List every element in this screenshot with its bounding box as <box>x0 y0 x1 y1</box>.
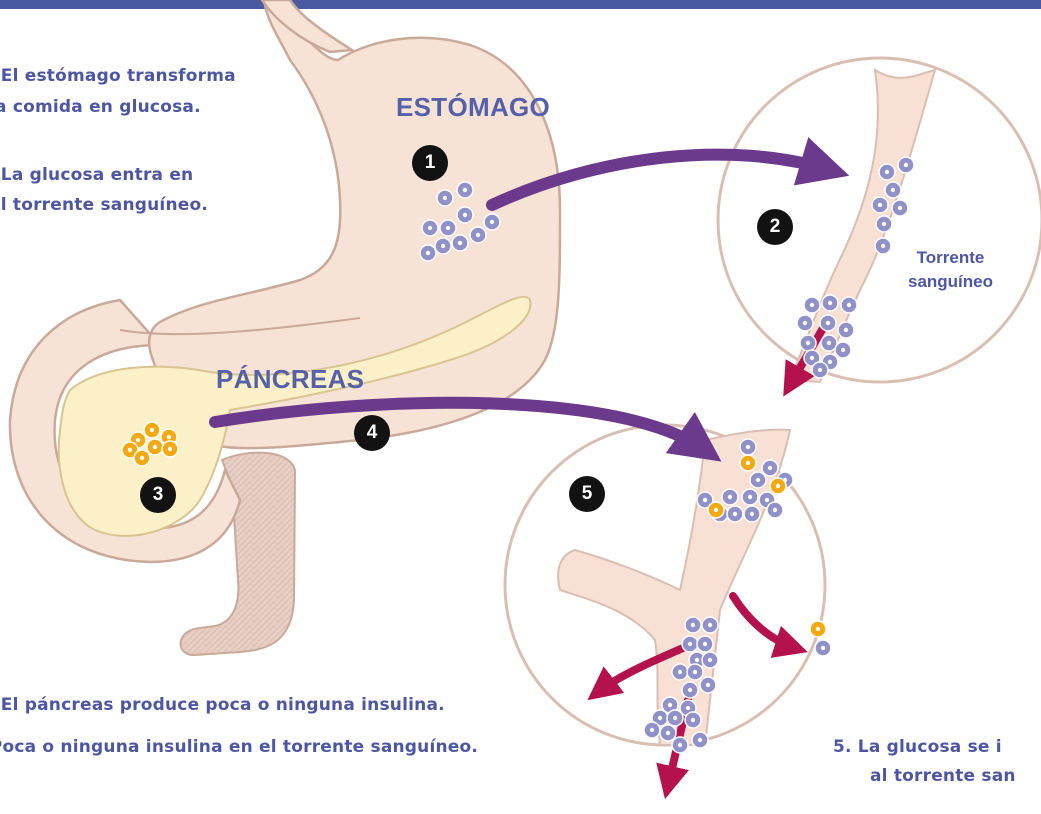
pancreas-label: PÁNCREAS <box>216 364 365 394</box>
glucose-molecule <box>884 181 902 199</box>
glucose-molecule <box>419 244 437 262</box>
insulin-molecule <box>121 441 139 459</box>
bloodstream-label: Torrente sanguíneo <box>908 246 993 294</box>
duodenum <box>179 451 297 657</box>
caption-step2-line2: el torrente sanguíneo. <box>0 195 209 215</box>
glucose-molecule <box>721 488 739 506</box>
glucose-molecule <box>814 639 832 657</box>
glucose-molecule <box>436 189 454 207</box>
step-number-1: 1 <box>412 145 448 181</box>
glucose-molecule <box>799 334 817 352</box>
glucose-molecule <box>701 616 719 634</box>
insulin-molecule <box>143 421 161 439</box>
glucose-molecule <box>666 709 684 727</box>
arrow-stomach-to-blood <box>486 137 850 211</box>
glucose-molecule <box>766 501 784 519</box>
pancreas-shape <box>57 295 532 537</box>
insulin-molecule <box>161 440 179 458</box>
insulin-molecule <box>739 454 757 472</box>
glucose-molecule <box>820 334 838 352</box>
insulin-molecule <box>146 438 164 456</box>
glucose-molecule <box>749 471 767 489</box>
arrow-out-2 <box>587 641 694 701</box>
glucose-molecule <box>819 314 837 332</box>
glucose-molecule <box>834 341 852 359</box>
stomach-label: ESTÓMAGO <box>396 92 551 122</box>
esophagus <box>260 0 356 54</box>
glucose-molecule <box>803 349 821 367</box>
step-number-4: 4 <box>354 415 390 451</box>
glucose-molecule <box>681 635 699 653</box>
glucose-molecule <box>671 663 689 681</box>
arrow-pancreas-to-blood <box>209 396 722 462</box>
glucose-molecule <box>421 219 439 237</box>
glucose-molecule <box>696 635 714 653</box>
glucose-molecule <box>469 226 487 244</box>
step-number-5: 5 <box>569 476 605 512</box>
glucose-molecule <box>821 294 839 312</box>
insulin-molecule <box>707 501 725 519</box>
glucose-molecule <box>803 296 821 314</box>
glucose-molecule <box>451 234 469 252</box>
glucose-molecule <box>875 215 893 233</box>
bloodstream-label-line2: sanguíneo <box>908 272 994 291</box>
glucose-molecule <box>701 651 719 669</box>
glucose-molecule <box>874 237 892 255</box>
glucose-molecule <box>741 488 759 506</box>
glucose-molecule <box>686 663 704 681</box>
insulin-molecule <box>133 449 151 467</box>
caption-step4: 4. Poca o ninguna insulina en el torrent… <box>0 737 479 757</box>
glucose-molecule <box>434 237 452 255</box>
glucose-molecule <box>811 361 829 379</box>
glucose-molecule <box>456 181 474 199</box>
insulin-molecule <box>809 620 827 638</box>
glucose-molecule <box>840 296 858 314</box>
glucose-molecule <box>691 731 709 749</box>
caption-step1-line2: la comida en glucosa. <box>0 97 201 117</box>
insulin-molecules <box>121 421 827 638</box>
glucose-molecule <box>739 438 757 456</box>
glucose-molecule <box>684 711 702 729</box>
glucose-molecule <box>439 219 457 237</box>
glucose-molecule <box>761 459 779 477</box>
glucose-molecule <box>891 199 909 217</box>
glucose-molecule <box>837 321 855 339</box>
glucose-molecule <box>871 196 889 214</box>
step-number-2: 2 <box>757 209 793 245</box>
glucose-molecule <box>643 721 661 739</box>
insulin-molecule <box>769 477 787 495</box>
caption-step2-line1: 2. La glucosa entra en <box>0 165 194 185</box>
caption-step3: 3. El páncreas produce poca o ninguna in… <box>0 695 445 715</box>
glucose-molecule <box>897 156 915 174</box>
glucose-molecule <box>796 314 814 332</box>
bloodstream-label-line1: Torrente <box>916 248 985 267</box>
top-banner <box>0 0 1041 9</box>
caption-step5-line2: al torrente san <box>870 766 1016 786</box>
glucose-molecule <box>659 724 677 742</box>
glucose-molecule <box>743 505 761 523</box>
glucose-molecule <box>684 616 702 634</box>
glucose-molecule <box>456 206 474 224</box>
glucose-molecule <box>699 676 717 694</box>
glucose-molecule <box>681 681 699 699</box>
glucose-molecule <box>878 163 896 181</box>
caption-step1-line1: 1. El estómago transforma <box>0 66 236 86</box>
glucose-molecule <box>726 505 744 523</box>
arrow-out-4 <box>729 592 808 658</box>
glucose-molecule <box>671 736 689 754</box>
step-number-3: 3 <box>140 477 176 513</box>
glucose-molecule <box>696 491 714 509</box>
caption-step5-line1: 5. La glucosa se i <box>833 737 1002 757</box>
glucose-molecules <box>419 156 915 754</box>
glucose-molecule <box>483 213 501 231</box>
